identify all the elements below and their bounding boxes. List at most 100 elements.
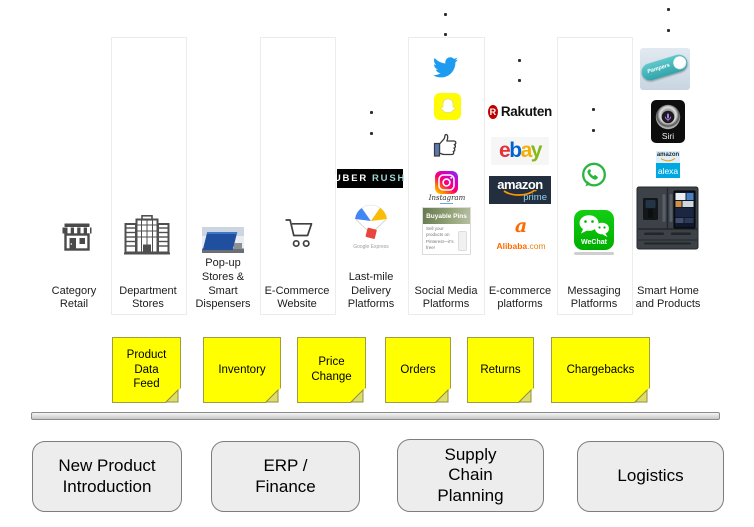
sticky-fold-corner — [165, 388, 181, 403]
alexa-amazon-wordmark: amazon — [656, 152, 680, 158]
rakuten-r-badge: R — [488, 104, 498, 119]
integration-bar — [31, 412, 720, 420]
amazon-alexa-logo: amazon alexa — [656, 151, 680, 178]
process-box-supply-chain-planning: Supply Chain Planning — [397, 439, 544, 512]
amazon-prime-logo: amazon prime — [489, 176, 551, 204]
ellipsis-dot — [518, 79, 521, 82]
google-express-wordmark: Google Express — [353, 244, 389, 250]
popup-store-photo — [202, 227, 244, 253]
amazon-wordmark: amazon — [497, 177, 543, 192]
column-label-popup-stores: Pop-up Stores & Smart Dispensers — [195, 257, 251, 311]
instagram-underline — [440, 203, 453, 204]
pinterest-buyable-pins-card: Buyable Pins Sell your products on Pinte… — [422, 207, 471, 255]
uber-rush-text-uber: UBER — [333, 173, 368, 184]
process-box-label: Logistics — [617, 466, 684, 486]
sticky-fold-corner — [350, 388, 366, 403]
sticky-note-product-data-feed: Product Data Feed — [112, 337, 181, 403]
wechat-icon: WeChat — [572, 210, 616, 256]
department-store-icon — [124, 215, 170, 255]
process-box-erp-finance: ERP / Finance — [211, 441, 360, 512]
sticky-note-label: Orders — [400, 363, 436, 376]
uber-rush-text-rush: RUSH — [372, 173, 407, 184]
sticky-fold-corner — [634, 388, 650, 403]
process-box-label: ERP / Finance — [255, 456, 316, 496]
alexa-amazon-section: amazon — [656, 151, 680, 163]
instagram-wordmark: Instagram — [428, 194, 466, 202]
sticky-note-label: Inventory — [218, 363, 266, 376]
column-label-social-media: Social Media Platforms — [414, 284, 478, 311]
ellipsis-dot — [444, 33, 447, 36]
dash-button-brand: Pampers — [646, 62, 671, 76]
twitter-icon — [433, 57, 458, 78]
google-express-logo — [355, 204, 387, 239]
alibaba-name: Alibaba — [496, 241, 528, 251]
ebay-letter-a: a — [520, 139, 533, 162]
alibaba-wordmark: Alibaba.com — [493, 236, 549, 254]
uber-rush-logo: UBER RUSH — [333, 169, 407, 188]
snapchat-icon — [434, 93, 461, 120]
alexa-smile-arrow — [660, 158, 676, 162]
column-label-ecommerce-platforms: E-commerce platforms — [488, 284, 552, 311]
wechat-bubbles — [579, 215, 609, 237]
sticky-note-returns: Returns — [467, 337, 534, 403]
wechat-app-tile — [574, 210, 614, 250]
dash-button-circle — [671, 54, 688, 71]
column-label-smart-home: Smart Home and Products — [635, 284, 701, 311]
alibaba-tld: .com — [527, 241, 546, 251]
whatsapp-icon — [582, 162, 606, 187]
ellipsis-dot — [444, 13, 447, 16]
wechat-wordmark: WeChat — [581, 239, 607, 246]
ellipsis-dot — [518, 59, 521, 62]
sticky-note-label: Chargebacks — [566, 363, 635, 376]
storefront-icon — [62, 223, 92, 251]
process-box-label: Supply Chain Planning — [437, 444, 504, 505]
samsung-family-hub-fridge — [636, 186, 699, 250]
amazon-smile-arrow — [503, 190, 537, 196]
process-box-label: New Product Introduction — [58, 456, 156, 496]
amazon-dash-button: Pampers — [639, 48, 690, 90]
process-box-new-product-introduction: New Product Introduction — [32, 441, 182, 512]
buyable-pins-body-text: Sell your products on Pinterest—it's fre… — [426, 226, 454, 250]
sticky-note-orders: Orders — [385, 337, 451, 403]
rakuten-logo: R Rakuten — [488, 103, 552, 120]
rakuten-wordmark: Rakuten — [500, 104, 552, 119]
sticky-note-label: Returns — [480, 363, 521, 376]
ellipsis-dot — [667, 8, 670, 11]
alibaba-a-mark: a — [514, 215, 528, 237]
column-label-lastmile-delivery: Last-mile Delivery Platforms — [347, 270, 395, 311]
buyable-pins-header: Buyable Pins — [423, 208, 470, 224]
popup-store-building — [202, 232, 238, 250]
dash-button-pill: Pampers — [639, 52, 690, 83]
column-label-messaging: Messaging Platforms — [567, 284, 621, 311]
alibaba-logo: a Alibaba.com — [493, 217, 549, 254]
column-label-department-stores: Department Stores — [119, 284, 177, 311]
instagram-camera — [438, 174, 455, 191]
popup-store-crowd — [234, 243, 242, 249]
ellipsis-dot — [370, 132, 373, 135]
sticky-fold-corner — [435, 388, 451, 403]
column-label-category-retail: Category Retail — [51, 284, 97, 311]
ellipsis-dot — [370, 111, 373, 114]
facebook-like-icon — [433, 133, 457, 157]
ebay-letter-b: b — [509, 139, 522, 162]
process-box-logistics: Logistics — [577, 441, 724, 512]
column-label-ecommerce-website: E-Commerce Website — [264, 284, 330, 311]
prime-wordmark: prime — [523, 192, 547, 203]
ellipsis-dot — [667, 29, 670, 32]
sticky-note-label: Price Change — [311, 356, 352, 383]
alexa-wordmark: alexa — [657, 165, 679, 176]
column-band — [111, 37, 187, 315]
wechat-reflection-base — [574, 252, 614, 255]
sticky-note-label: Product Data Feed — [126, 348, 167, 391]
column-band — [260, 37, 336, 315]
sticky-note-chargebacks: Chargebacks — [551, 337, 650, 403]
siri-wordmark: Siri — [661, 131, 675, 141]
instagram-icon — [435, 171, 458, 194]
ebay-letter-y: y — [530, 139, 543, 162]
shopping-cart-icon — [285, 219, 313, 248]
alexa-wordmark-section: alexa — [656, 163, 680, 178]
buyable-pins-phone-image — [458, 231, 467, 251]
ebay-letter-e: e — [499, 139, 511, 162]
sticky-note-price-change: Price Change — [297, 337, 366, 403]
